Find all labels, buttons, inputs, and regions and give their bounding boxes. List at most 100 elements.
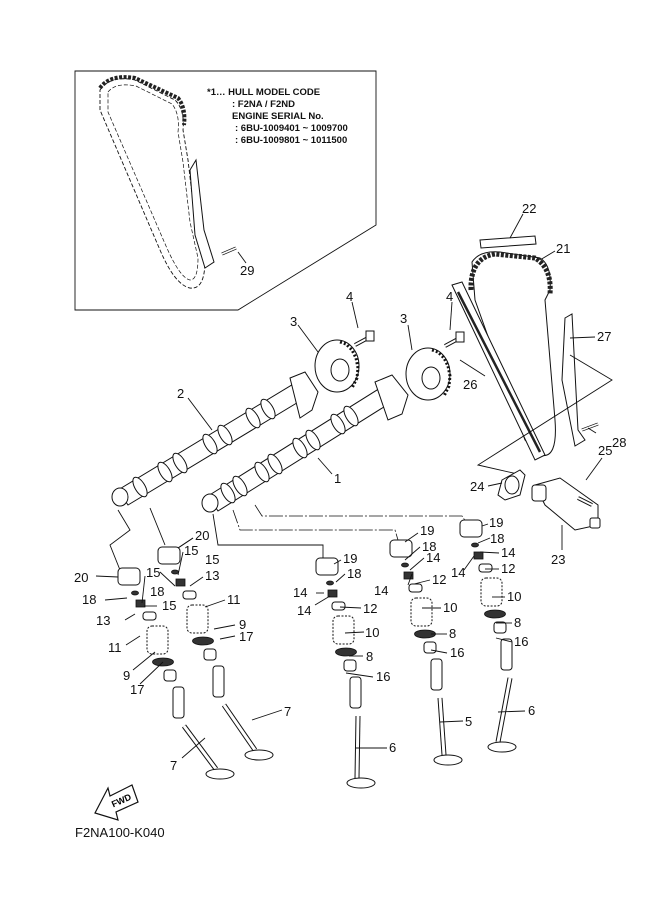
cam-lobe — [292, 437, 308, 459]
valve-trains — [117, 519, 517, 789]
callout-18d: 18 — [82, 592, 96, 607]
valve-head — [346, 777, 376, 789]
stem-seal — [423, 641, 437, 654]
callout-12b: 12 — [432, 572, 446, 587]
callout-15a: 15 — [184, 543, 198, 558]
callout-leader — [219, 635, 236, 640]
valve-spring — [480, 577, 503, 607]
gasket-24 — [497, 469, 526, 501]
callout-leader — [351, 301, 359, 329]
callout-10b: 10 — [443, 600, 457, 615]
valve-guide — [349, 676, 362, 709]
valve-head — [433, 754, 463, 766]
callout-10c: 10 — [507, 589, 521, 604]
callout-24: 24 — [470, 479, 484, 494]
callout-leaders — [95, 213, 603, 759]
callout-8a: 8 — [366, 649, 373, 664]
callout-leader — [187, 397, 213, 431]
callout-19b: 19 — [420, 523, 434, 538]
valve-cotter — [327, 589, 338, 598]
callout-15b: 15 — [205, 552, 219, 567]
spring-retainer — [142, 611, 157, 621]
callout-5: 5 — [465, 714, 472, 729]
callout-16b: 16 — [450, 645, 464, 660]
cam-lobe — [245, 407, 261, 429]
valve-lifter — [157, 546, 181, 565]
callout-leader — [317, 457, 333, 475]
valve-guide — [430, 658, 443, 691]
callout-leader — [177, 551, 184, 576]
callout-leader — [189, 576, 204, 587]
bolt-4-left — [354, 330, 375, 347]
callout-leader — [181, 737, 206, 759]
callout-leader — [407, 573, 413, 586]
callout-15d: 15 — [162, 598, 176, 613]
valve-stem — [496, 677, 512, 743]
adjusting-pad — [471, 542, 479, 548]
callout-leader — [404, 532, 419, 543]
callout-13b: 13 — [96, 613, 110, 628]
valve-lifter — [315, 557, 339, 576]
valve-spring — [186, 604, 209, 634]
callout-26: 26 — [463, 377, 477, 392]
callout-9b: 9 — [123, 668, 130, 683]
callout-4b: 4 — [446, 289, 453, 304]
callout-18e: 18 — [150, 584, 164, 599]
callout-1: 1 — [334, 471, 341, 486]
valve-lifter — [459, 519, 483, 538]
callout-leader — [569, 336, 596, 339]
callout-leader — [409, 557, 425, 571]
valve-guide — [172, 686, 185, 719]
diagram-code: F2NA100-K040 — [75, 825, 165, 840]
callout-29: 29 — [240, 263, 254, 278]
valve-train — [459, 519, 517, 753]
bolt-4-right — [444, 331, 465, 348]
callout-16c: 16 — [514, 634, 528, 649]
adjusting-pad — [326, 580, 334, 586]
callout-19c: 19 — [489, 515, 503, 530]
callout-11b: 11 — [108, 640, 122, 655]
callout-3a: 3 — [290, 314, 297, 329]
callout-3b: 3 — [400, 311, 407, 326]
stem-seal — [163, 669, 177, 682]
valve-stem — [182, 725, 218, 770]
valve-spring — [332, 615, 355, 645]
inset-timing-chain — [98, 75, 215, 289]
callout-4a: 4 — [346, 289, 353, 304]
valve-head — [244, 749, 274, 761]
callout-18b: 18 — [422, 539, 436, 554]
chain-guide-26 — [451, 281, 546, 461]
callout-leader — [587, 427, 597, 434]
note-line-5: : 6BU-1009801 ~ 1011500 — [235, 135, 347, 146]
stem-seal — [343, 659, 357, 672]
callout-leader — [333, 559, 342, 565]
cam-lobe — [343, 405, 359, 427]
callout-leader — [213, 624, 236, 630]
note-line-2: : F2NA / F2ND — [232, 99, 295, 110]
valve-stem — [355, 715, 360, 779]
spring-seat — [484, 609, 506, 619]
callout-7b: 7 — [170, 758, 177, 773]
spring-seat — [192, 636, 214, 646]
stem-seal — [493, 621, 507, 634]
callout-10a: 10 — [365, 625, 379, 640]
valve-guide — [212, 665, 225, 698]
valve-spring — [410, 597, 433, 627]
note-line-3: ENGINE SERIAL No. — [232, 111, 324, 122]
callout-16a: 16 — [376, 669, 390, 684]
callout-leader — [345, 672, 374, 678]
valve-stem — [438, 697, 446, 756]
callout-11a: 11 — [227, 592, 241, 607]
callout-14e: 14 — [501, 545, 515, 560]
callout-20b: 20 — [74, 570, 88, 585]
callout-leader — [407, 324, 413, 351]
callout-14d: 14 — [374, 583, 388, 598]
callout-leader — [430, 649, 448, 654]
callout-2: 2 — [177, 386, 184, 401]
valve-cotter — [473, 551, 484, 560]
callout-leader — [95, 575, 119, 578]
callout-leader — [495, 637, 513, 643]
spring-seat — [335, 647, 357, 657]
callout-leader — [141, 575, 146, 604]
